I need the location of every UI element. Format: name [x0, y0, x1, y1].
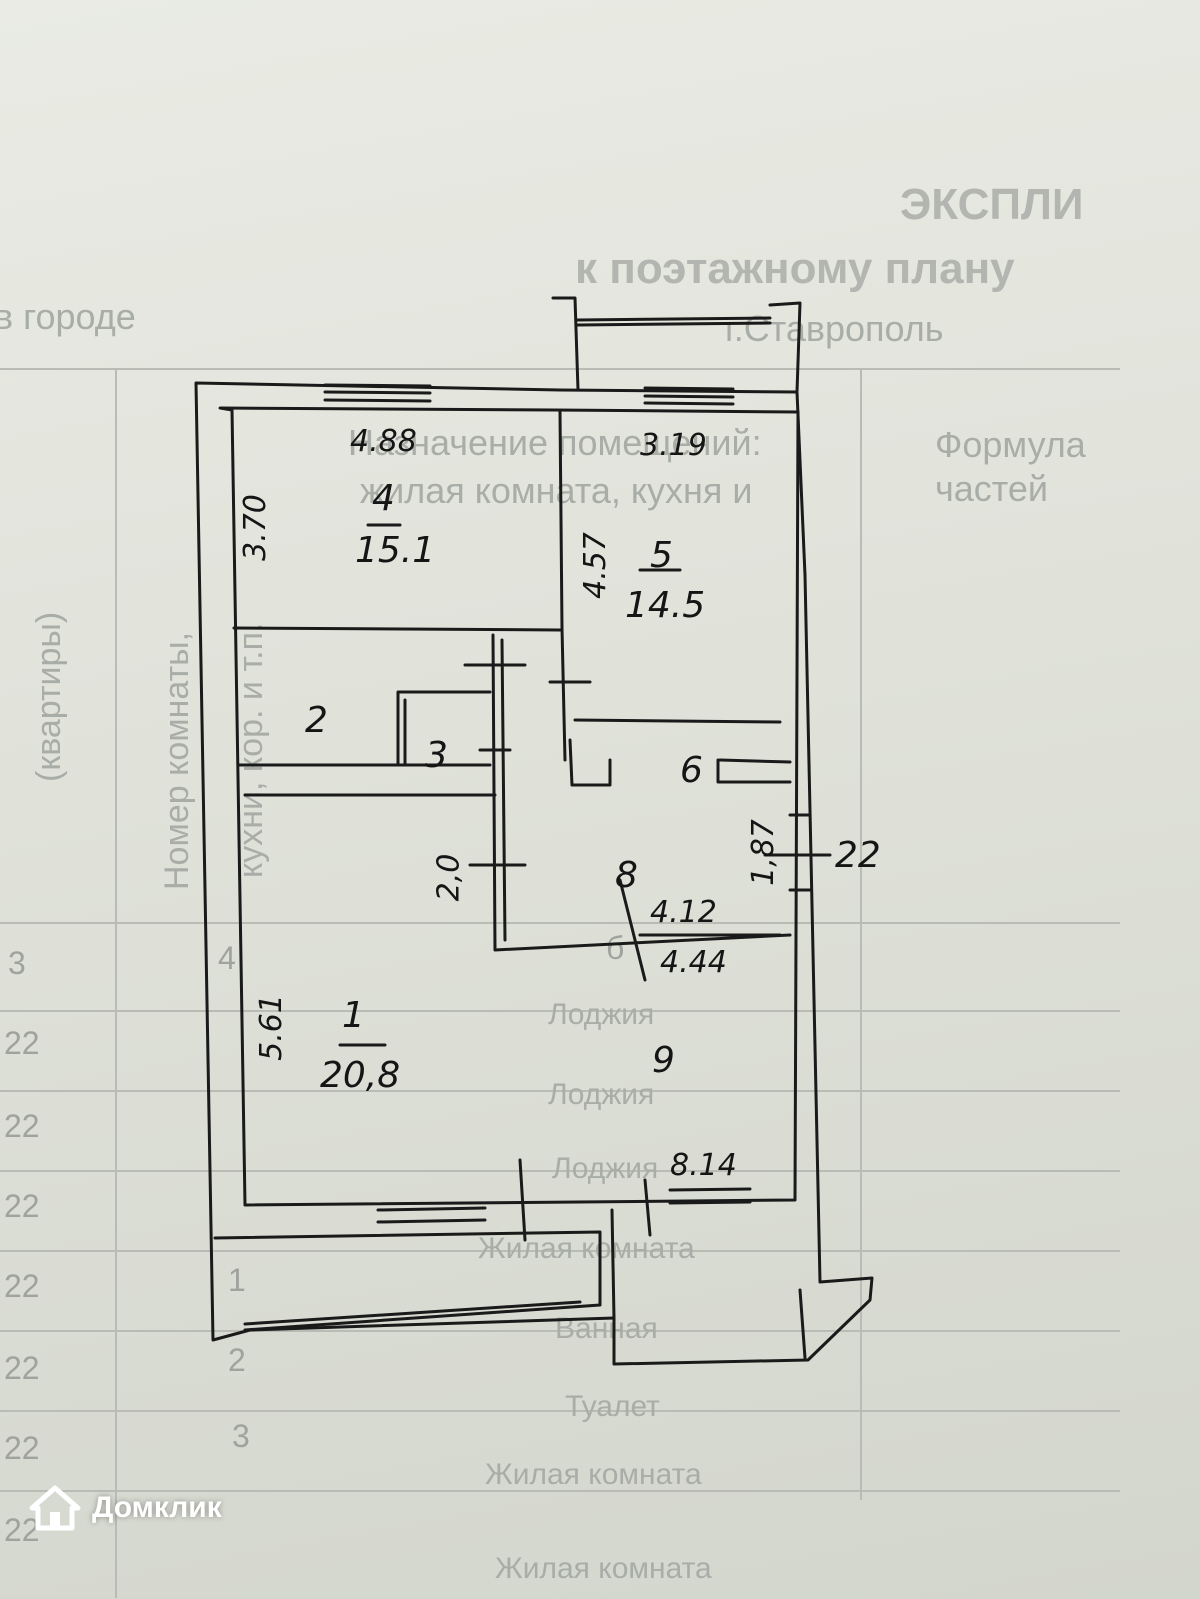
col-purpose-1: Назначение помещений:	[348, 422, 762, 463]
row-apt: 22	[4, 1430, 40, 1466]
room-1-number: 1	[342, 995, 365, 1036]
row-name: Жилая комната	[495, 1552, 712, 1585]
room-5-area: 14.5	[625, 585, 706, 626]
corridor-wall-2	[500, 638, 507, 942]
partition-5-6	[573, 718, 782, 724]
row-line	[0, 1250, 1120, 1252]
row-name: Лоджия	[548, 998, 655, 1031]
dim-room5-width: 3.19	[640, 428, 707, 463]
row-line	[0, 1330, 1120, 1332]
window-top-left	[323, 383, 432, 403]
table-column-line	[115, 368, 117, 1598]
dim-corridor-a: 4.12	[650, 895, 717, 930]
room-5-number: 5	[650, 535, 673, 576]
partition-bath	[236, 690, 492, 767]
dim-corridor-length: 2,0	[431, 853, 467, 902]
row-apt: 22	[4, 1350, 40, 1386]
row-apt: 22	[4, 1025, 40, 1061]
row-name: Жилая комната	[478, 1232, 695, 1265]
doc-subheading: к поэтажному плану	[575, 244, 1015, 293]
row-apt: 22	[4, 1108, 40, 1144]
row-apt: 22	[4, 1512, 40, 1548]
room-4-number: 4	[372, 478, 395, 519]
house-logo-icon	[28, 1484, 82, 1532]
row-apt: 22	[4, 1188, 40, 1224]
balcony-top	[551, 296, 802, 394]
dim-room5-height: 4.57	[577, 532, 613, 599]
col-formula-1: Формула	[935, 424, 1086, 465]
partition-6-right	[716, 758, 792, 784]
room-1-area: 20,8	[320, 1055, 401, 1096]
room-2-number: 2	[305, 700, 328, 741]
brand-name: Домклик	[92, 1491, 222, 1524]
row-room: 3	[232, 1418, 250, 1454]
dim-room4-width: 4.88	[350, 424, 417, 459]
doc-city: г.Ставрополь	[725, 308, 944, 349]
dim-room1-height: 5.61	[253, 994, 289, 1061]
row-name: Туалет	[565, 1390, 660, 1423]
doc-heading: ЭКСПЛИ	[900, 180, 1084, 229]
dim-room1-width: 8.14	[670, 1148, 737, 1183]
dim-corridor-b: 4.44	[660, 945, 727, 980]
apartment-number-22: 22	[835, 835, 881, 876]
row-room: 1	[228, 1262, 246, 1298]
corridor-wall	[491, 633, 792, 952]
room-6-number: 6	[680, 750, 703, 791]
row-line	[0, 1090, 1120, 1092]
row-room: 4	[218, 940, 236, 976]
dim-right-wall: 1,87	[745, 819, 781, 886]
window-top-right	[643, 386, 735, 406]
room-8-number: 8	[615, 855, 638, 896]
doc-left-fragment: в городе	[0, 296, 136, 337]
table-column-line	[860, 370, 862, 1500]
row-apt: 22	[4, 1268, 40, 1304]
col-formula-2: частей	[935, 468, 1048, 509]
row-line	[0, 1490, 1120, 1492]
row-name: Лоджия	[552, 1152, 659, 1185]
row-apt: 3	[8, 945, 26, 981]
room-4-area: 15.1	[355, 530, 436, 571]
row-line	[0, 922, 1120, 924]
row-name: Жилая комната	[485, 1458, 702, 1491]
row-code: б	[606, 930, 625, 966]
loggia-bottom	[213, 1208, 616, 1332]
window-bottom	[376, 1206, 487, 1224]
row-line	[0, 1410, 1120, 1412]
col-purpose-2: жилая комната, кухня и	[360, 470, 753, 511]
row-line	[0, 1170, 1120, 1172]
room-3-number: 3	[425, 735, 448, 776]
room-9-number: 9	[652, 1040, 675, 1081]
partition-6-small	[568, 738, 612, 787]
corner-wall	[798, 1288, 807, 1360]
table-header-line	[0, 368, 1120, 370]
dimension-rule	[338, 523, 682, 1047]
window-bottom-right	[668, 1187, 752, 1205]
row-name: Лоджия	[548, 1078, 655, 1111]
row-line	[0, 1010, 1120, 1012]
row-room: 2	[228, 1342, 246, 1378]
dimension-ticks	[463, 663, 832, 1242]
partition-4-5	[558, 410, 567, 762]
brand-watermark: Домклик	[28, 1484, 222, 1532]
partition-4-bottom	[232, 626, 562, 632]
dim-room4-height: 3.70	[237, 494, 273, 561]
inner-wall	[218, 406, 800, 1207]
